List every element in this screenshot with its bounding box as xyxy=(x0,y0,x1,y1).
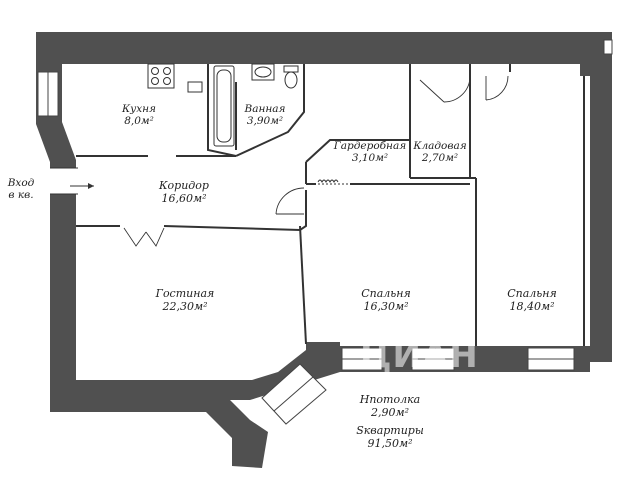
ceiling-label: Нпотолка xyxy=(359,393,421,406)
room-name: Спальня xyxy=(507,287,557,300)
room-name: Спальня xyxy=(361,287,411,300)
interior-walls xyxy=(76,64,585,346)
watermark: ЦИАН xyxy=(360,336,479,376)
windows xyxy=(37,39,613,425)
bathtub-icon xyxy=(213,65,235,147)
doors xyxy=(123,75,509,247)
room-name: Ванная xyxy=(244,103,286,115)
room-area: 3,90м² xyxy=(246,115,284,127)
room-area: 3,10м² xyxy=(351,152,389,164)
room-area: 2,70м² xyxy=(421,152,459,164)
toilet-icon xyxy=(283,65,299,89)
room-name: Гостиная xyxy=(155,287,215,300)
room-name: Коридор xyxy=(159,179,209,192)
area-value: 91,50м² xyxy=(367,437,413,450)
room-area: 18,40м² xyxy=(509,300,555,313)
exterior-walls xyxy=(36,32,612,468)
washbasin-icon xyxy=(251,63,275,81)
room-name: Гардеробная xyxy=(333,140,407,152)
ceiling-value: 2,90м² xyxy=(370,406,410,419)
sink-icon xyxy=(187,81,203,93)
room-area: 16,30м² xyxy=(363,300,409,313)
room-area: 16,60м² xyxy=(161,192,207,205)
area-label: Sквартиры xyxy=(356,424,424,437)
room-area: 22,30м² xyxy=(162,300,208,313)
entrance-gap xyxy=(46,167,94,195)
room-name: Кладовая xyxy=(413,140,467,152)
room-name: Кухня xyxy=(121,103,156,115)
room-area: 8,0м² xyxy=(124,115,154,127)
stove-icon xyxy=(147,63,175,89)
